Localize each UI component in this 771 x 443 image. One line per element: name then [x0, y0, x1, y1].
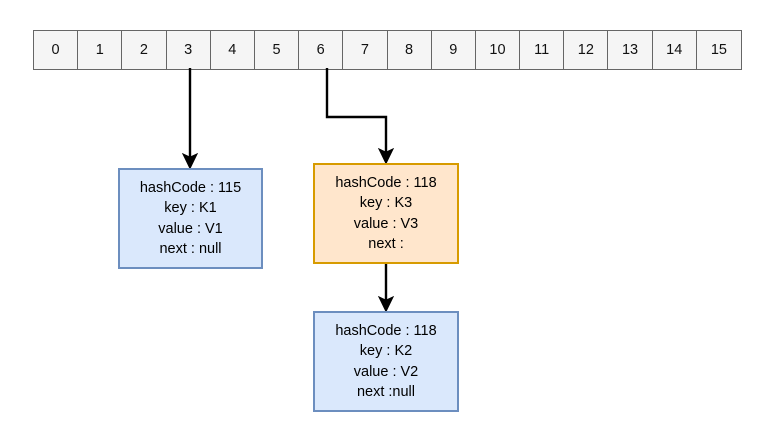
bucket-cell-7[interactable]: 7 [343, 31, 388, 69]
node-k2-next: next :null [356, 384, 416, 400]
arrow-bucket6-to-k3 [325, 68, 395, 165]
bucket-cell-13[interactable]: 13 [608, 31, 653, 69]
node-k3[interactable]: hashCode : 118 key : K3 value : V3 next … [313, 163, 459, 264]
bucket-cell-3[interactable]: 3 [166, 31, 211, 69]
node-k1[interactable]: hashCode : 115 key : K1 value : V1 next … [118, 168, 263, 269]
bucket-cell-14[interactable]: 14 [652, 31, 697, 69]
node-k1-hashcode: hashCode : 115 [139, 179, 242, 196]
bucket-cell-11[interactable]: 11 [520, 31, 565, 69]
node-k2[interactable]: hashCode : 118 key : K2 value : V2 next … [313, 311, 459, 412]
bucket-cell-4[interactable]: 4 [210, 31, 255, 69]
bucket-cell-2[interactable]: 2 [122, 31, 167, 69]
node-k3-value: value : V3 [353, 215, 419, 232]
node-k3-key: key : K3 [359, 195, 413, 211]
bucket-cell-9[interactable]: 9 [431, 31, 476, 69]
bucket-array: 0 1 2 3 4 5 6 7 8 9 10 11 12 13 14 15 [33, 30, 742, 70]
bucket-cell-10[interactable]: 10 [475, 31, 521, 69]
node-k2-key: key : K2 [359, 343, 413, 359]
node-k1-value: value : V1 [158, 220, 223, 237]
node-k3-next: next : [368, 236, 404, 252]
bucket-cell-1[interactable]: 1 [78, 31, 123, 69]
bucket-cell-0[interactable]: 0 [34, 31, 79, 69]
node-k2-value: value : V2 [353, 363, 419, 380]
bucket-cell-15[interactable]: 15 [696, 31, 741, 69]
bucket-cell-8[interactable]: 8 [387, 31, 432, 69]
bucket-cell-12[interactable]: 12 [564, 31, 609, 69]
node-k2-hashcode: hashCode : 118 [335, 322, 437, 339]
bucket-cell-5[interactable]: 5 [254, 31, 300, 69]
node-k1-key: key : K1 [164, 200, 217, 216]
bucket-cell-6[interactable]: 6 [299, 31, 344, 69]
node-k3-hashcode: hashCode : 118 [335, 174, 437, 191]
node-k1-next: next : null [159, 241, 222, 257]
